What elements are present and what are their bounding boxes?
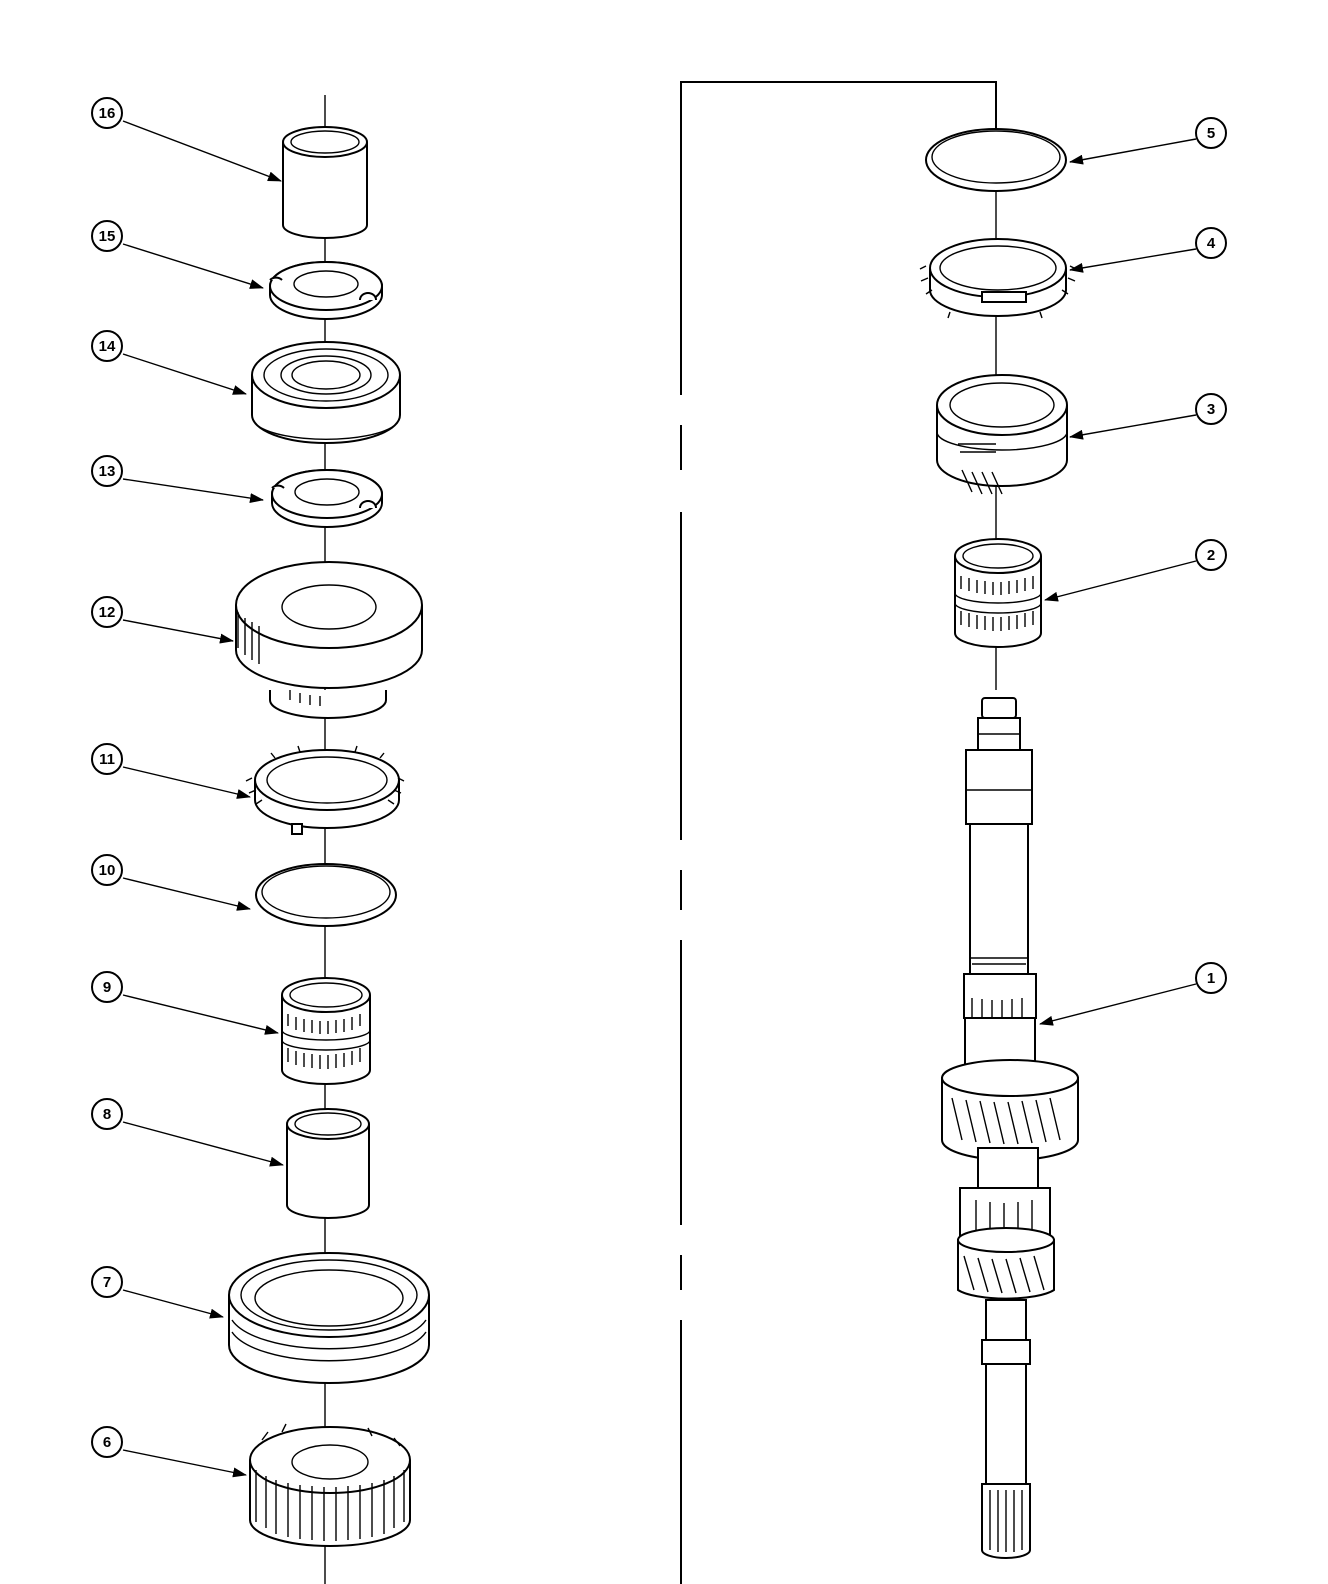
callout-6: 6 [91,1426,123,1458]
part-9-needle-bearing [281,977,371,1085]
part-2-needle-bearing [954,538,1042,648]
part-16-sleeve [282,126,368,239]
leader-11 [122,766,251,799]
callout-13: 13 [91,455,123,487]
part-10-snap-ring [255,863,397,927]
svg-text:7: 7 [103,1274,111,1291]
svg-text:16: 16 [99,105,116,122]
callout-15: 15 [91,220,123,252]
callout-4: 4 [1195,227,1227,259]
part-11-synchronizer-ring [245,745,405,835]
callout-8: 8 [91,1098,123,1130]
callout-11: 11 [91,743,123,775]
callout-leaders [122,120,1197,1478]
callout-12: 12 [91,596,123,628]
leader-2 [1044,560,1197,602]
svg-text:1: 1 [1207,970,1215,987]
svg-text:11: 11 [99,751,115,768]
svg-text:10: 10 [99,862,116,879]
svg-text:5: 5 [1207,125,1215,142]
leader-4 [1069,248,1197,273]
svg-text:3: 3 [1207,401,1215,418]
part-6-synchronizer-hub [249,1423,411,1547]
part-15-thrust-washer [269,261,383,320]
svg-text:2: 2 [1207,547,1215,564]
leader-14 [122,353,247,395]
assembly-connector-line [678,81,997,1584]
leader-12 [122,619,234,644]
callout-16: 16 [91,97,123,129]
callout-7: 7 [91,1266,123,1298]
callout-3: 3 [1195,393,1227,425]
leader-1 [1039,983,1197,1026]
part-1-mainshaft [941,697,1079,1559]
leader-16 [122,120,282,182]
svg-text:9: 9 [103,979,111,996]
leader-6 [122,1449,247,1478]
leader-5 [1069,138,1197,165]
callout-2: 2 [1195,539,1227,571]
svg-text:4: 4 [1207,235,1216,252]
svg-text:15: 15 [99,228,116,245]
leader-10 [122,877,251,911]
part-5-snap-ring [925,128,1067,192]
part-13-thrust-washer [271,469,383,528]
leader-7 [122,1289,224,1319]
svg-text:6: 6 [103,1434,111,1451]
svg-text:13: 13 [99,463,116,480]
svg-text:14: 14 [99,338,116,355]
part-4-synchronizer-ring [919,238,1077,319]
callout-1: 1 [1195,962,1227,994]
part-7-synchronizer-sleeve [228,1252,430,1384]
svg-text:12: 12 [99,604,116,621]
leader-3 [1069,414,1197,440]
part-3-gear [936,374,1068,495]
leader-15 [122,243,264,289]
callout-10: 10 [91,854,123,886]
part-12-gear [235,561,423,719]
callout-14: 14 [91,330,123,362]
part-14-bearing [251,341,401,444]
leader-8 [122,1121,284,1167]
leader-9 [122,994,279,1035]
callout-5: 5 [1195,117,1227,149]
callout-9: 9 [91,971,123,1003]
svg-text:8: 8 [103,1106,111,1123]
part-8-sleeve [286,1108,370,1219]
leader-13 [122,478,264,504]
